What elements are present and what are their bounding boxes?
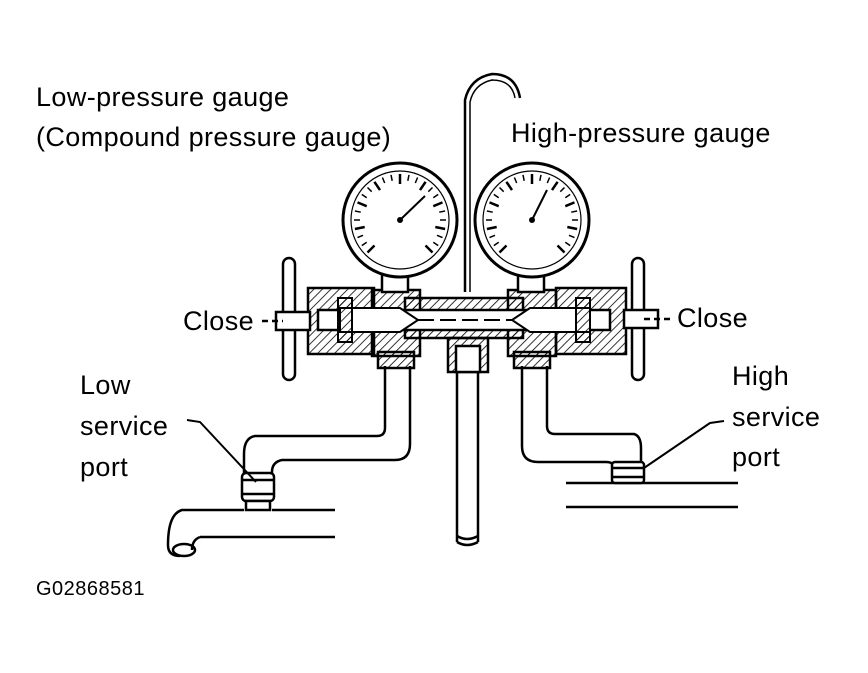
gauge-tick — [556, 244, 566, 254]
high-pressure-gauge — [473, 161, 591, 279]
gauge-tick — [432, 201, 443, 208]
gauge-tick — [436, 234, 443, 239]
gauge-tick — [493, 241, 500, 247]
high-pressure-gauge-label: High-pressure gauge — [511, 118, 771, 148]
high-service-port-label-line2: service — [732, 402, 821, 432]
low-side-hose — [242, 366, 412, 477]
charging-hose — [455, 370, 480, 547]
gauge-tick — [366, 244, 376, 254]
gauge-tick — [357, 201, 368, 208]
gauge-tick — [381, 177, 386, 184]
gauge-tick — [414, 177, 419, 184]
gauge-tick — [361, 193, 368, 199]
gauge-tick — [559, 186, 566, 193]
low-service-port-label-line2: service — [80, 411, 169, 441]
low-service-port-label-line1: Low — [80, 370, 131, 400]
high-gauge-ticks — [486, 174, 578, 254]
figure-id: G02868581 — [36, 578, 146, 600]
gauge-tick — [390, 174, 393, 181]
gauge-tick — [432, 193, 439, 199]
high-side-hose — [520, 366, 643, 469]
gauge-tick — [498, 186, 505, 193]
gauge-tick — [357, 234, 364, 239]
high-service-port-coupler — [610, 460, 646, 485]
gauge-tick — [539, 174, 542, 181]
gauge-tick — [505, 181, 514, 191]
gauge-tick — [407, 174, 410, 181]
gauge-tick — [427, 186, 434, 193]
gauge-tick — [498, 244, 508, 254]
low-service-port-coupler — [240, 471, 276, 512]
gauge-tick — [564, 241, 571, 247]
high-side-valve-handle[interactable] — [622, 256, 670, 382]
gauge-tick — [564, 193, 571, 199]
high-gauge-needle — [531, 189, 548, 221]
gauge-tick — [424, 244, 434, 254]
low-pressure-gauge — [341, 161, 459, 279]
leader-lines — [186, 419, 725, 483]
gauge-tick — [571, 210, 578, 213]
gauge-tick — [354, 225, 365, 231]
hanger-hook — [463, 72, 522, 292]
high-service-port-label-line3: port — [732, 442, 781, 472]
low-pressure-gauge-label-line2: (Compound pressure gauge) — [36, 122, 392, 152]
gauge-tick — [567, 225, 578, 231]
gauge-tick — [522, 174, 525, 181]
gauge-tick — [354, 210, 361, 213]
valve-stems — [337, 297, 591, 343]
low-side-valve-handle[interactable] — [262, 256, 312, 382]
gauge-tick — [486, 210, 493, 213]
close-label-left: Close — [183, 306, 255, 336]
gauge-tick — [439, 210, 446, 213]
low-gauge-needle — [399, 195, 426, 221]
high-side-piping — [566, 481, 738, 509]
gauge-tick — [568, 234, 575, 239]
gauge-tick — [564, 201, 575, 208]
low-side-piping — [166, 508, 335, 558]
gauge-tick — [366, 186, 373, 193]
gauge-tick — [493, 193, 500, 199]
gauge-tick — [432, 241, 439, 247]
close-label-right: Close — [677, 303, 749, 333]
gauge-tick — [550, 181, 559, 191]
gauge-tick — [361, 241, 368, 247]
low-gauge-ticks — [354, 174, 446, 254]
gauge-tick — [418, 181, 427, 191]
gauge-tick — [489, 234, 496, 239]
gauge-tick — [489, 201, 500, 208]
gauge-tick — [513, 177, 518, 184]
low-service-port-label-line3: port — [80, 452, 129, 482]
gauge-tick — [486, 225, 497, 231]
low-pressure-gauge-label-line1: Low-pressure gauge — [36, 82, 290, 112]
gauge-tick — [546, 177, 551, 184]
gauge-tick — [373, 181, 382, 191]
high-service-port-label-line1: High — [732, 361, 790, 391]
gauge-tick — [435, 225, 446, 231]
